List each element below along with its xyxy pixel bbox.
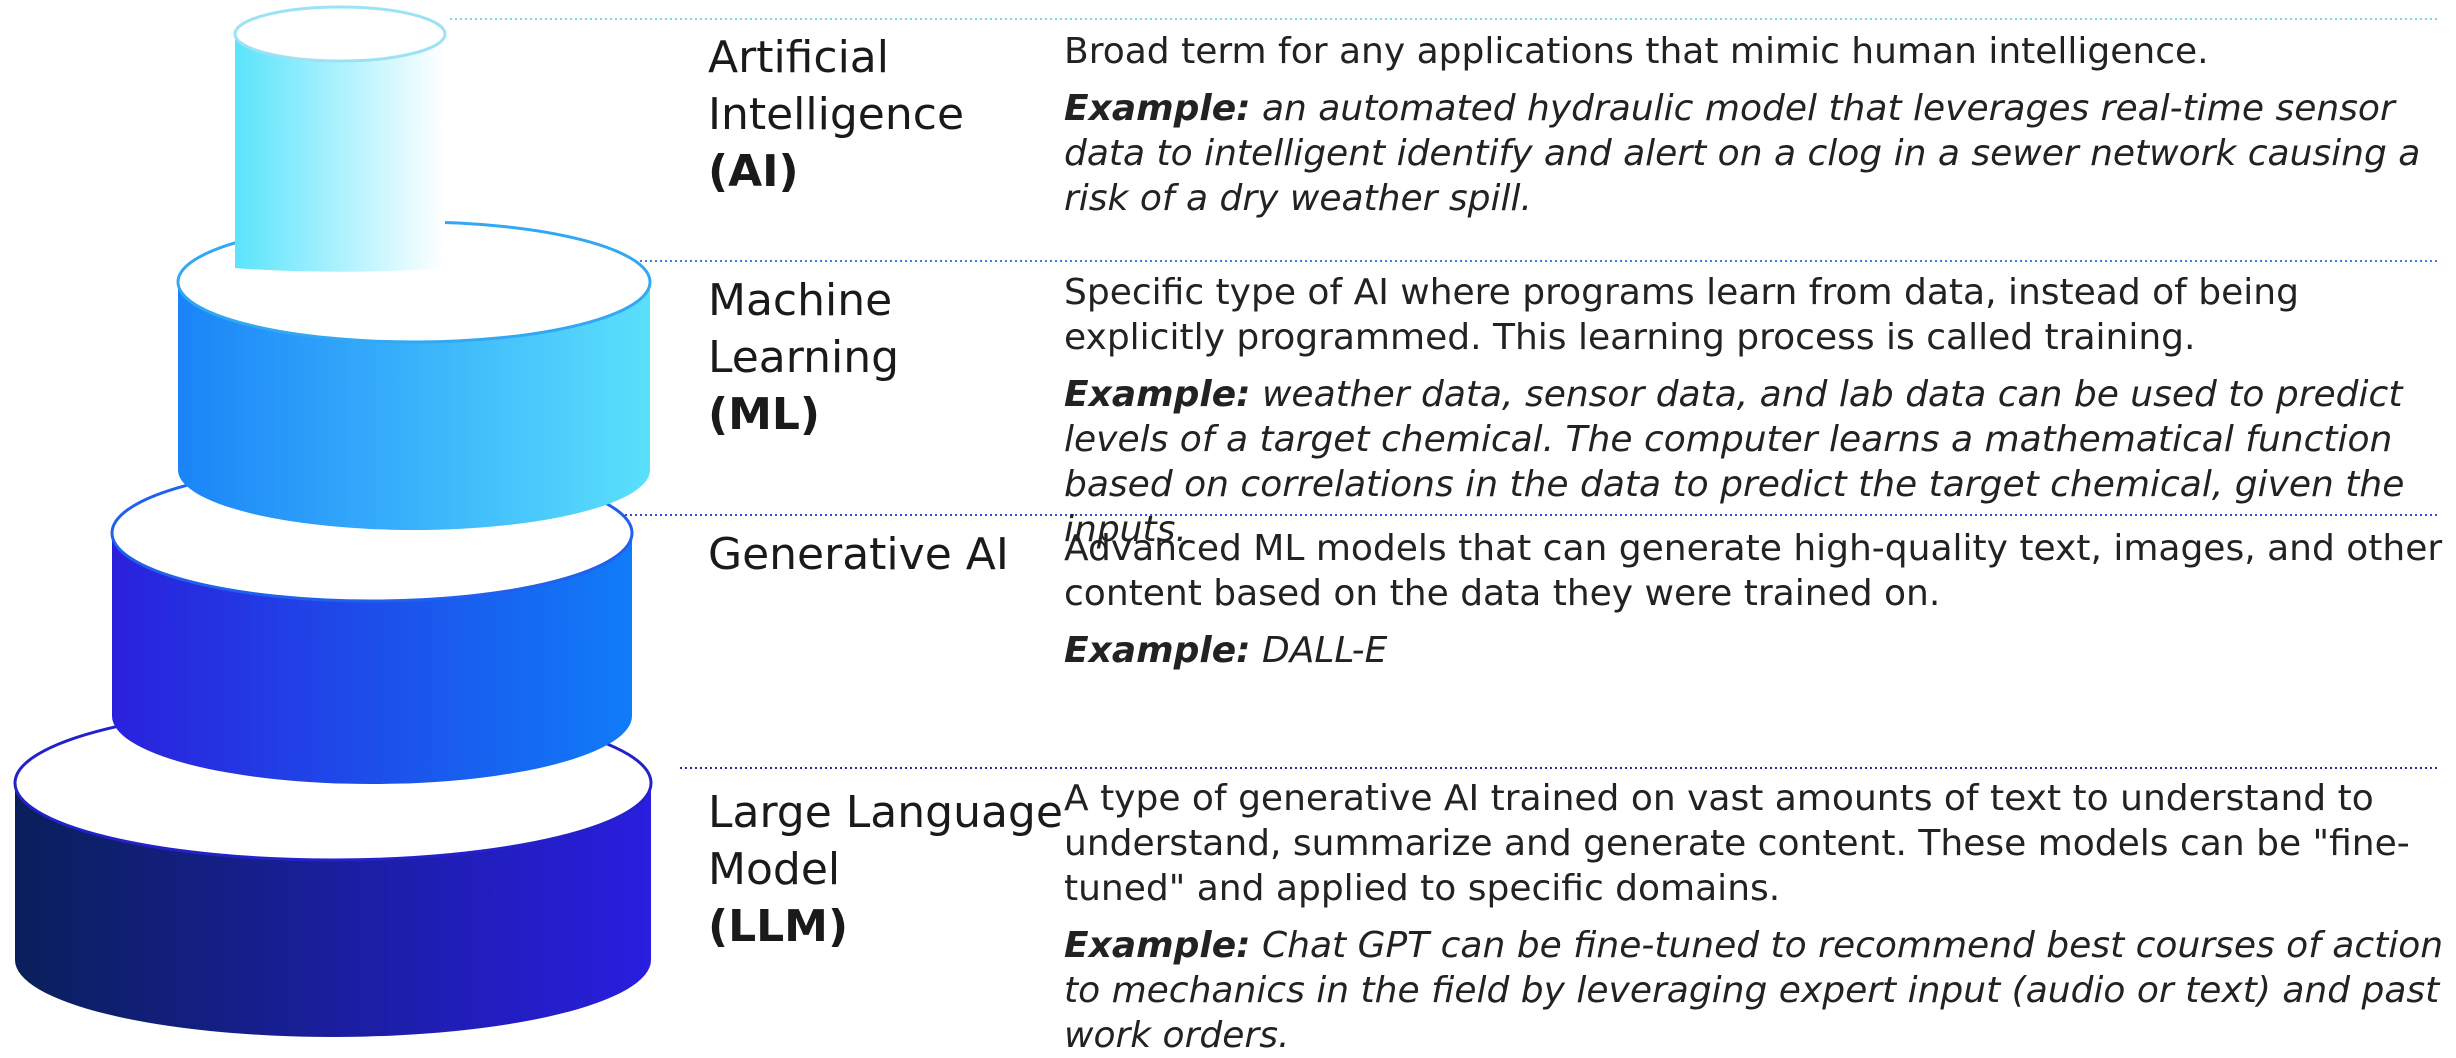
example-label: Example: <box>1064 925 1251 966</box>
term-ml: Machine Learning (ML) <box>708 272 899 443</box>
definition: Specific type of AI where programs learn… <box>1064 272 2299 358</box>
term-line: Artificial <box>708 32 889 83</box>
term-line: Machine <box>708 275 893 326</box>
example-text: DALL-E <box>1250 630 1388 671</box>
example-text: an automated hydraulic model that levera… <box>1064 88 2421 219</box>
term-line: Generative AI <box>708 529 1009 580</box>
definition: A type of generative AI trained on vast … <box>1064 778 2410 909</box>
example: Example: DALL-E <box>1064 628 2449 673</box>
term-line: Learning <box>708 332 900 383</box>
term-abbr: (AI) <box>708 146 799 197</box>
term-abbr: (LLM) <box>708 901 849 952</box>
ai-cylinder-top <box>233 5 447 63</box>
term-line: Intelligence <box>708 89 965 140</box>
example-text: weather data, sensor data, and lab data … <box>1064 374 2405 550</box>
example: Example: weather data, sensor data, and … <box>1064 372 2449 552</box>
ml-cylinder <box>176 220 652 530</box>
term-abbr: (ML) <box>708 389 821 440</box>
term-line: Model <box>708 844 841 895</box>
example: Example: an automated hydraulic model th… <box>1064 86 2449 221</box>
ai-cylinder <box>233 5 447 272</box>
term-genai: Generative AI <box>708 526 1009 583</box>
desc-ml: Specific type of AI where programs learn… <box>1064 270 2449 552</box>
example-label: Example: <box>1064 374 1251 415</box>
term-llm: Large Language Model (LLM) <box>708 784 1063 955</box>
example-text: Chat GPT can be fine-tuned to recommend … <box>1064 925 2444 1056</box>
example-label: Example: <box>1064 630 1251 671</box>
term-ai: Artificial Intelligence (AI) <box>708 29 964 200</box>
definition: Advanced ML models that can generate hig… <box>1064 528 2443 614</box>
term-line: Large Language <box>708 787 1063 838</box>
desc-genai: Advanced ML models that can generate hig… <box>1064 526 2449 673</box>
example-label: Example: <box>1064 88 1251 129</box>
desc-ai: Broad term for any applications that mim… <box>1064 29 2449 221</box>
desc-llm: A type of generative AI trained on vast … <box>1064 776 2449 1058</box>
definition: Broad term for any applications that mim… <box>1064 31 2209 72</box>
example: Example: Chat GPT can be fine-tuned to r… <box>1064 923 2449 1058</box>
